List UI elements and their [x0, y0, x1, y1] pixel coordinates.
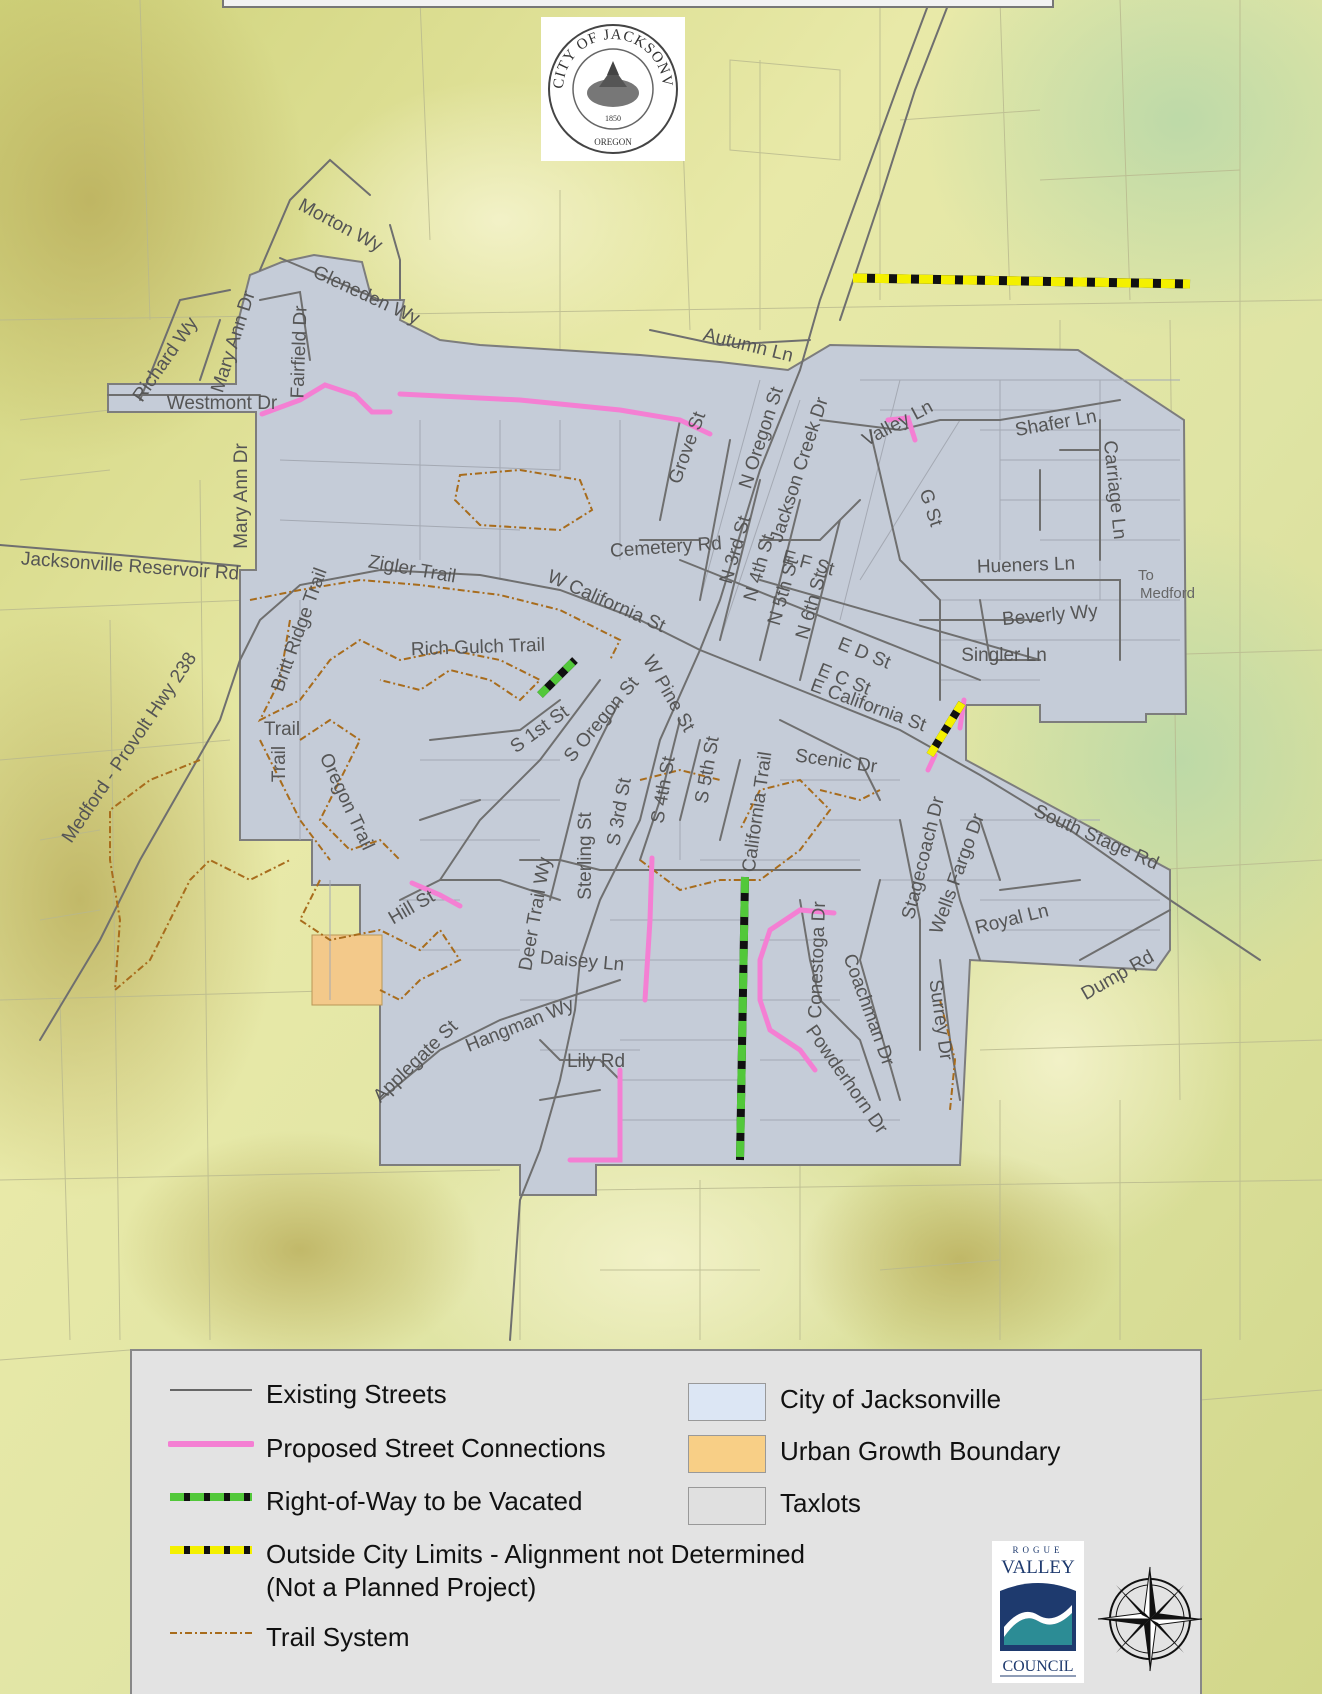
legend-label: (Not a Planned Project) — [266, 1572, 537, 1602]
vacated-row — [537, 657, 749, 1161]
terrain-shade — [0, 600, 280, 1200]
city-area-swatch — [688, 1383, 766, 1421]
street-label: Westmont Dr — [167, 393, 278, 414]
city-seal-logo: CITY OF JACKSONVILLE 1850 OREGON — [536, 5, 685, 161]
rvcog-bottom-text: COUNCIL — [1002, 1658, 1073, 1675]
terrain-shade — [0, 0, 310, 460]
legend-ugb-area: Urban Growth Boundary — [688, 1435, 1060, 1473]
legend-city-area: City of Jacksonville — [688, 1383, 1001, 1421]
legend-label: Existing Streets — [266, 1379, 447, 1409]
vacated-row-swatch — [170, 1493, 252, 1501]
street-label: Conestoga Dr — [805, 900, 830, 1019]
title-bar-frame — [222, 0, 1054, 8]
legend-label: Proposed Street Connections — [266, 1433, 606, 1463]
street-label: Mary Ann Dr — [231, 443, 252, 549]
street-label: Singler Ln — [961, 645, 1047, 666]
existing-streets-swatch — [170, 1389, 252, 1391]
legend-label: Outside City Limits - Alignment not Dete… — [266, 1539, 805, 1569]
legend-label: City of Jacksonville — [780, 1384, 1002, 1414]
legend-label: Trail System — [266, 1622, 410, 1652]
to-medford-label: To — [1138, 567, 1154, 584]
legend-label: Right-of-Way to be Vacated — [266, 1486, 583, 1516]
street-label: Fairfield Dr — [287, 305, 311, 399]
street-label: Lily Rd — [567, 1051, 625, 1072]
rvcog-logo: ROGUE VALLEY COUNCIL — [992, 1541, 1084, 1683]
legend-outside-alignment: Outside City Limits - Alignment not Dete… — [168, 1538, 805, 1604]
outside-alignment-swatch — [170, 1546, 252, 1554]
rvcog-top-text: ROGUE — [1013, 1545, 1064, 1555]
proposed-streets-swatch — [168, 1441, 254, 1447]
terrain-shade — [920, 0, 1322, 340]
street-label: Trail — [264, 719, 300, 740]
seal-state: OREGON — [594, 137, 632, 147]
terrain-shade — [800, 1150, 1120, 1370]
urban-growth-boundary-area — [311, 934, 383, 1006]
seal-year: 1850 — [605, 114, 621, 123]
street-label: Sterling St — [575, 811, 596, 899]
to-medford-label: Medford — [1140, 585, 1195, 602]
legend-label: Urban Growth Boundary — [780, 1436, 1061, 1466]
proposed-streets — [259, 382, 967, 1163]
legend-taxlots-area: Taxlots — [688, 1487, 861, 1525]
street-label: Trail — [269, 746, 290, 782]
legend-trail-system: Trail System — [168, 1621, 410, 1654]
trail-system — [109, 468, 957, 1111]
legend-label: Taxlots — [780, 1488, 861, 1518]
street-label: Hueners Ln — [977, 553, 1076, 577]
outside-alignment — [852, 273, 1191, 758]
legend-proposed-streets: Proposed Street Connections — [168, 1432, 606, 1465]
trail-system-swatch — [170, 1632, 252, 1634]
rvcog-name-text: VALLEY — [1001, 1557, 1075, 1578]
existing-streets — [0, 0, 1261, 1341]
ugb-area-swatch — [688, 1435, 766, 1473]
legend-vacated-row: Right-of-Way to be Vacated — [168, 1485, 582, 1518]
taxlots-swatch — [688, 1487, 766, 1525]
compass-rose-icon — [1097, 1566, 1203, 1672]
street-label: Rich Gulch Trail — [411, 635, 546, 661]
legend-existing-streets: Existing Streets — [168, 1378, 447, 1411]
